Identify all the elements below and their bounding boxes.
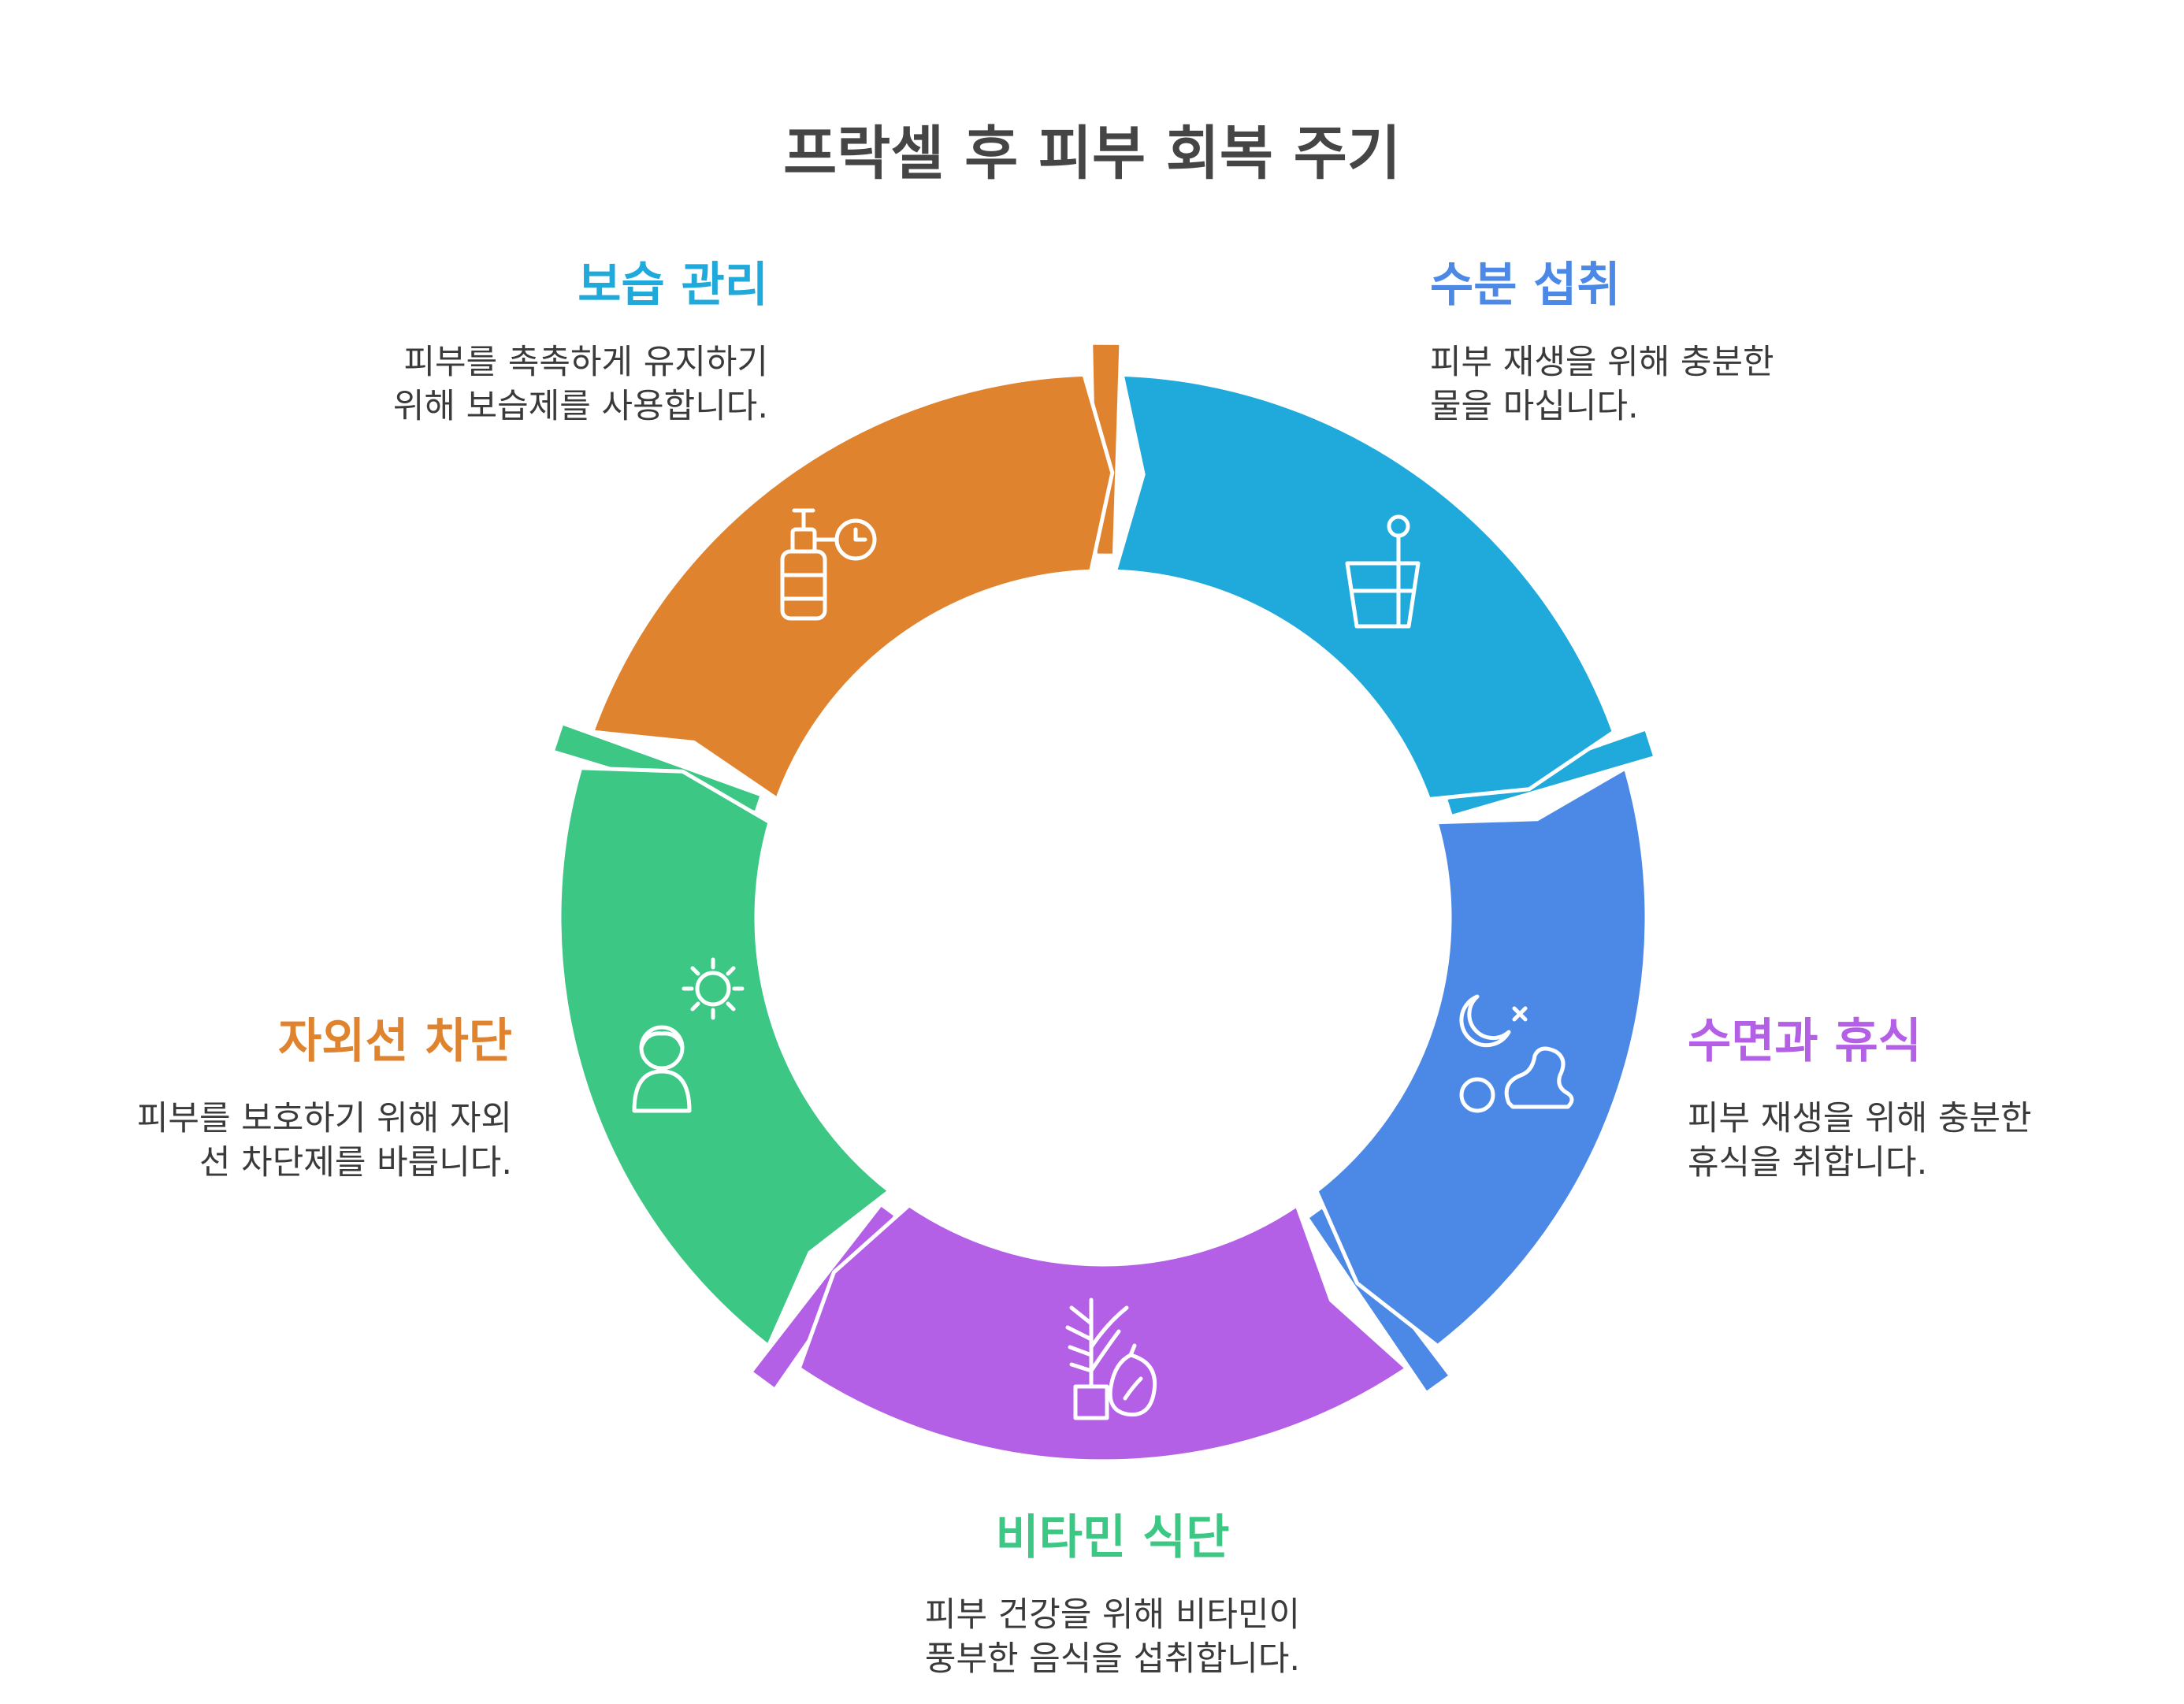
ring-segment-sunblock [590,372,1115,801]
stage-rest: 수면과 휴식 피부 재생을 위해 충분한 휴식을 취합니다. [1688,1010,2184,1185]
plant-lemon-icon [1065,1297,1157,1420]
stage-moisture-title: 보습 관리 [578,258,768,313]
stage-vitamin-desc: 피부 건강을 위해 비타민이 풍부한 음식을 섭취합니다. [924,1595,1301,1679]
stage-moisture: 보습 관리 피부를 촉촉하게 유지하기 위해 보습제를 사용합니다. [169,254,768,429]
stage-moisture-desc: 피부를 촉촉하게 유지하기 위해 보습제를 사용합니다. [392,343,768,426]
ring-segment-moisture [1112,372,1616,801]
person-sun-icon [632,957,745,1113]
stage-sunblock-desc: 피부를 보호하기 위해 자외 선 차단제를 바릅니다. [136,1099,512,1182]
water-glass-straw-icon [1345,514,1421,629]
ring-segment-hydration [1314,766,1649,1349]
ring-segment-vitamin [557,766,892,1349]
stage-vitamin: 비타민 식단 피부 건강을 위해 비타민이 풍부한 음식을 섭취합니다. [813,1506,1412,1681]
stage-vitamin-title: 비타민 식단 [995,1510,1230,1565]
stage-rest-desc: 피부 재생을 위해 충분한 휴식을 취합니다. [1688,1099,2032,1182]
moon-sleeping-person-icon [1459,994,1574,1113]
stage-sunblock: 자외선 차단 피부를 보호하기 위해 자외 선 차단제를 바릅니다. [0,1010,512,1185]
cycle-ring [550,340,1658,1464]
stage-sunblock-title: 자외선 차단 [278,1014,512,1069]
stage-icons [632,508,1574,1420]
stage-hydration-desc: 피부 재생을 위해 충분한 물을 마십니다. [1430,343,1774,426]
diagram-title: 프락셀 후 피부 회복 주기 [783,120,1401,187]
lotion-bottle-clock-icon [780,508,877,621]
stage-rest-title: 수면과 휴식 [1688,1014,1922,1069]
stage-hydration: 수분 섭취 피부 재생을 위해 충분한 물을 마십니다. [1430,254,2029,429]
stage-hydration-title: 수분 섭취 [1430,258,1621,313]
